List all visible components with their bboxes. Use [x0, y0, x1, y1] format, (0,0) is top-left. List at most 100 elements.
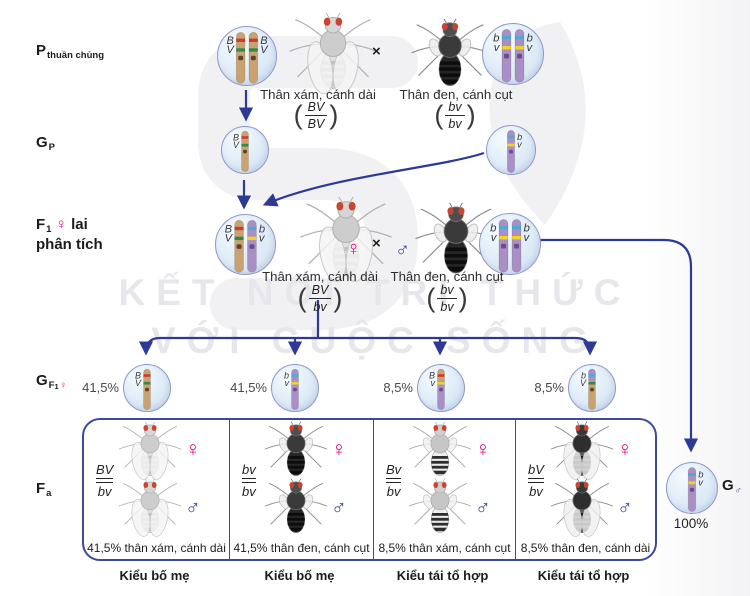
svg-text:b: b: [517, 132, 522, 142]
gp-gametes-label: GP: [36, 134, 56, 153]
gamete-percent: 8,5%: [534, 380, 564, 395]
svg-text:b: b: [284, 371, 289, 381]
svg-text:b: b: [524, 223, 530, 235]
male-symbol: ♂: [331, 496, 347, 519]
svg-text:V: V: [233, 140, 240, 150]
g-male-gamete-label: G♂: [722, 477, 742, 496]
p-left-phenotype: Thân xám, cánh dài: [260, 87, 376, 102]
fa-caption: 8,5% thân đen, cánh dài: [520, 541, 651, 555]
female-symbol: ♀: [331, 438, 347, 461]
svg-text:V: V: [225, 233, 234, 245]
group-label-parental: Kiểu bố mẹ: [264, 568, 335, 583]
fly-black-vestigial-wing-icon: [406, 18, 494, 96]
svg-text:v: v: [517, 140, 522, 150]
fly-gray-vestigial-wing-icon: [405, 478, 475, 536]
fly-gray-long-wing-icon: [115, 478, 185, 537]
gamete-percent: 41,5%: [82, 380, 119, 395]
f1-male-symbol: ♂: [395, 239, 410, 261]
svg-text:B: B: [135, 371, 141, 381]
male-symbol: ♂: [185, 496, 201, 519]
fly-gray-long-wing-icon: [294, 196, 398, 288]
fa-offspring-label: Fa: [36, 480, 52, 499]
fa-caption: 41,5% thân xám, cánh dài: [87, 541, 226, 555]
svg-text:B: B: [226, 35, 233, 47]
gf1-gametes-label: GF1♀: [36, 372, 67, 391]
svg-text:v: v: [491, 232, 498, 244]
svg-text:B: B: [233, 133, 239, 143]
gamete-percent: 41,5%: [230, 380, 267, 395]
male-gamete-percent: 100%: [673, 516, 709, 531]
fly-gray-vestigial-wing-icon: [405, 421, 475, 479]
fly-black-vestigial-wing-icon: [261, 421, 331, 479]
fly-gray-long-wing-icon: [283, 12, 383, 100]
group-label-parental: Kiểu bố mẹ: [119, 568, 190, 583]
f1-cross-symbol: ×: [372, 235, 381, 252]
svg-text:b: b: [490, 223, 496, 235]
fly-gray-long-wing-icon: [115, 421, 185, 480]
fly-black-long-wing-icon: [547, 478, 617, 537]
svg-text:B: B: [225, 223, 233, 235]
svg-text:V: V: [260, 44, 269, 56]
svg-text:V: V: [226, 44, 235, 56]
svg-text:v: v: [494, 42, 501, 54]
p-right-phenotype: Thân đen, cánh cụt: [399, 87, 513, 102]
svg-text:B: B: [260, 35, 267, 47]
svg-text:v: v: [431, 378, 436, 388]
svg-text:b: b: [259, 223, 265, 235]
gamete-percent: 8,5%: [383, 380, 413, 395]
svg-text:v: v: [259, 233, 266, 245]
female-symbol: ♀: [475, 438, 491, 461]
svg-text:b: b: [493, 33, 499, 45]
male-symbol: ♂: [475, 496, 491, 519]
fa-caption: 8,5% thân xám, cánh cụt: [378, 541, 511, 555]
f1-female-symbol: ♀: [346, 238, 361, 260]
f1-left-phenotype: Thân xám, cánh dài: [262, 269, 378, 284]
svg-text:b: b: [527, 33, 533, 45]
male-symbol: ♂: [617, 496, 633, 519]
svg-text:b: b: [698, 470, 703, 481]
female-symbol: ♀: [617, 438, 633, 461]
fly-black-vestigial-wing-icon: [261, 478, 331, 536]
f1-right-phenotype: Thân đen, cánh cụt: [390, 269, 504, 284]
p-cross-symbol: ×: [372, 43, 381, 60]
group-label-recombinant: Kiểu tái tổ hợp: [396, 568, 489, 583]
svg-text:v: v: [285, 378, 290, 388]
p-generation-label: Pthuần chủng: [36, 42, 105, 61]
svg-text:v: v: [527, 42, 534, 54]
svg-text:B: B: [429, 371, 435, 381]
svg-text:V: V: [135, 378, 142, 388]
f1-testcross-label: F1 ♀ lai phân tích: [36, 216, 103, 253]
svg-text:v: v: [698, 478, 704, 489]
fly-black-long-wing-icon: [547, 421, 617, 480]
watermark-text-line1: KẾT NỐI TRI THỨC: [118, 272, 632, 313]
svg-text:V: V: [580, 378, 587, 388]
watermark-text-line2: VỚI CUỘC SỐNG: [151, 320, 599, 361]
female-symbol: ♀: [185, 438, 201, 461]
svg-text:v: v: [524, 232, 531, 244]
group-label-recombinant: Kiểu tái tổ hợp: [537, 568, 630, 583]
